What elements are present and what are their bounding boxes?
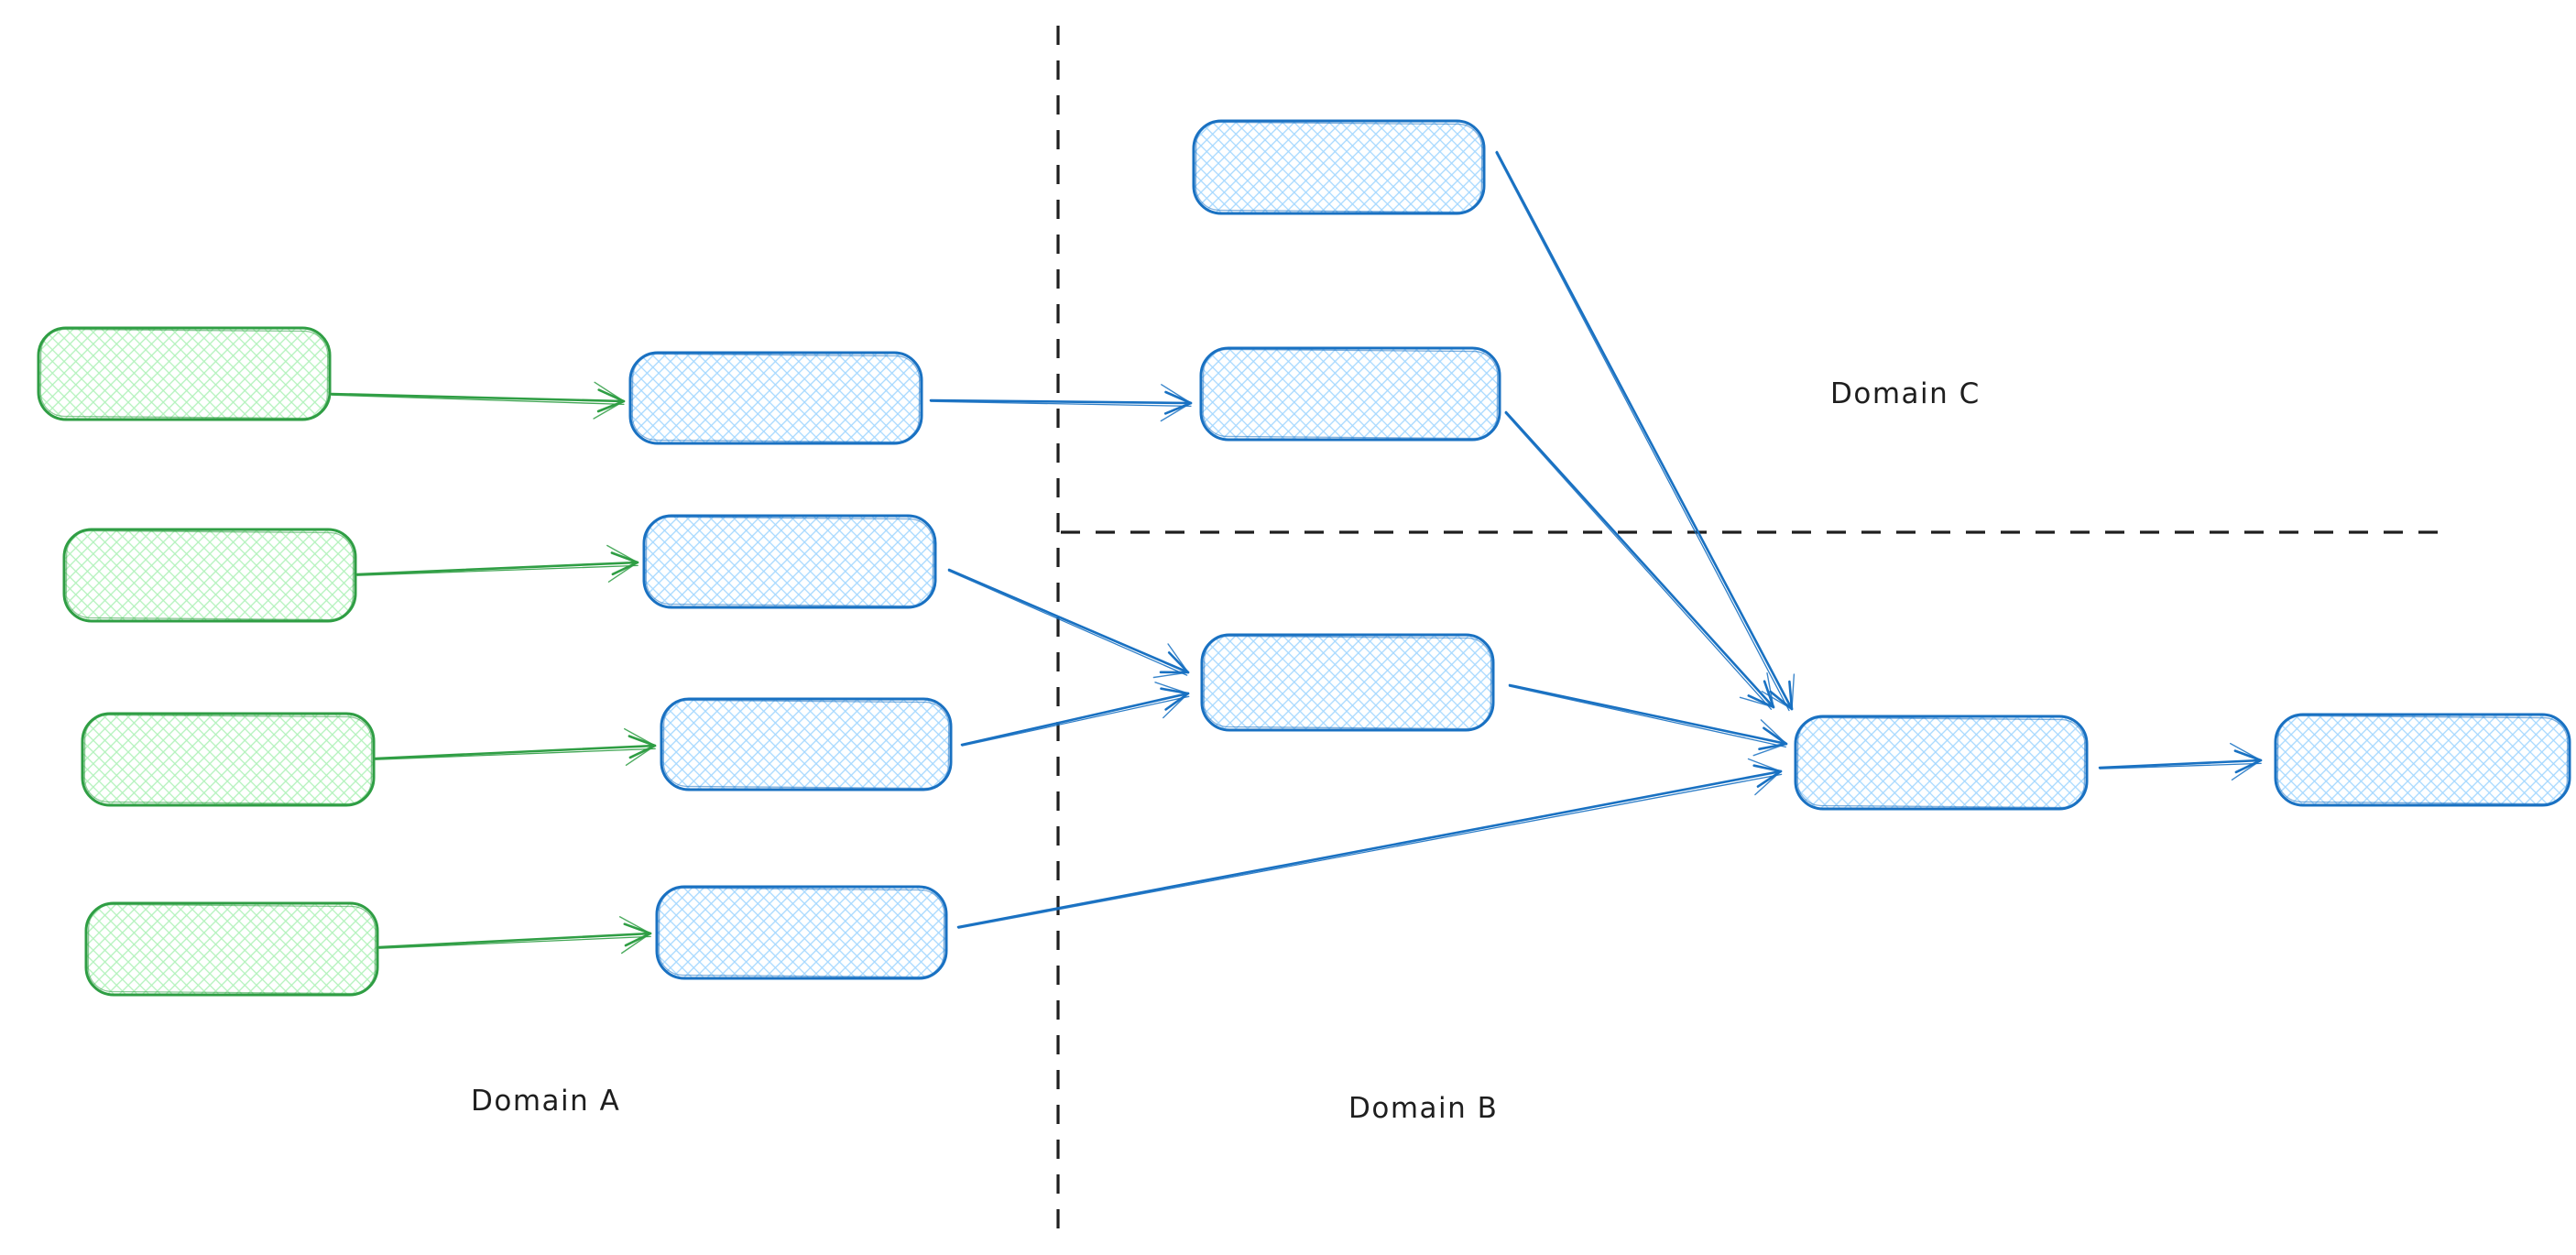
- domain-a-label: Domain A: [471, 1085, 620, 1118]
- arrow-blue-8-to-blue-9[interactable]: [2098, 742, 2263, 780]
- node-blue-8[interactable]: [1794, 715, 2089, 811]
- node-blue-1[interactable]: [628, 351, 923, 445]
- domain-dividers: [1056, 26, 2446, 1239]
- arrow-blue-5-to-blue-8[interactable]: [1495, 150, 1796, 712]
- node-green-2[interactable]: [62, 528, 357, 623]
- node-blue-4[interactable]: [655, 885, 948, 980]
- node-green-4[interactable]: [84, 901, 379, 997]
- arrow-blue-4-to-blue-8[interactable]: [956, 758, 1783, 929]
- domain-b-label: Domain B: [1348, 1092, 1498, 1125]
- domain-c-label: Domain C: [1830, 377, 1981, 410]
- node-blue-2[interactable]: [642, 514, 937, 609]
- node-blue-6[interactable]: [1199, 346, 1501, 442]
- arrow-blue-2-to-blue-7[interactable]: [947, 568, 1190, 679]
- arrow-green-2-to-blue-2[interactable]: [355, 544, 639, 583]
- arrow-blue-3-to-blue-7[interactable]: [960, 682, 1190, 747]
- arrow-green-3-to-blue-3[interactable]: [374, 727, 657, 766]
- arrow-blue-7-to-blue-8[interactable]: [1508, 683, 1788, 757]
- node-blue-3[interactable]: [660, 697, 953, 791]
- arrow-blue-1-to-blue-6[interactable]: [929, 384, 1193, 422]
- arrow-blue-6-to-blue-8[interactable]: [1504, 410, 1775, 710]
- nodes-layer: [37, 119, 2571, 997]
- labels-layer: Domain A Domain B Domain C: [471, 377, 1981, 1125]
- node-green-3[interactable]: [81, 712, 376, 807]
- arrow-green-1-to-blue-1[interactable]: [330, 381, 626, 420]
- arrows-layer: [330, 150, 2263, 955]
- node-blue-7[interactable]: [1200, 633, 1495, 732]
- node-blue-9[interactable]: [2274, 713, 2571, 807]
- arrow-green-4-to-blue-4[interactable]: [377, 916, 652, 955]
- node-blue-5[interactable]: [1192, 119, 1486, 215]
- node-green-1[interactable]: [37, 326, 332, 421]
